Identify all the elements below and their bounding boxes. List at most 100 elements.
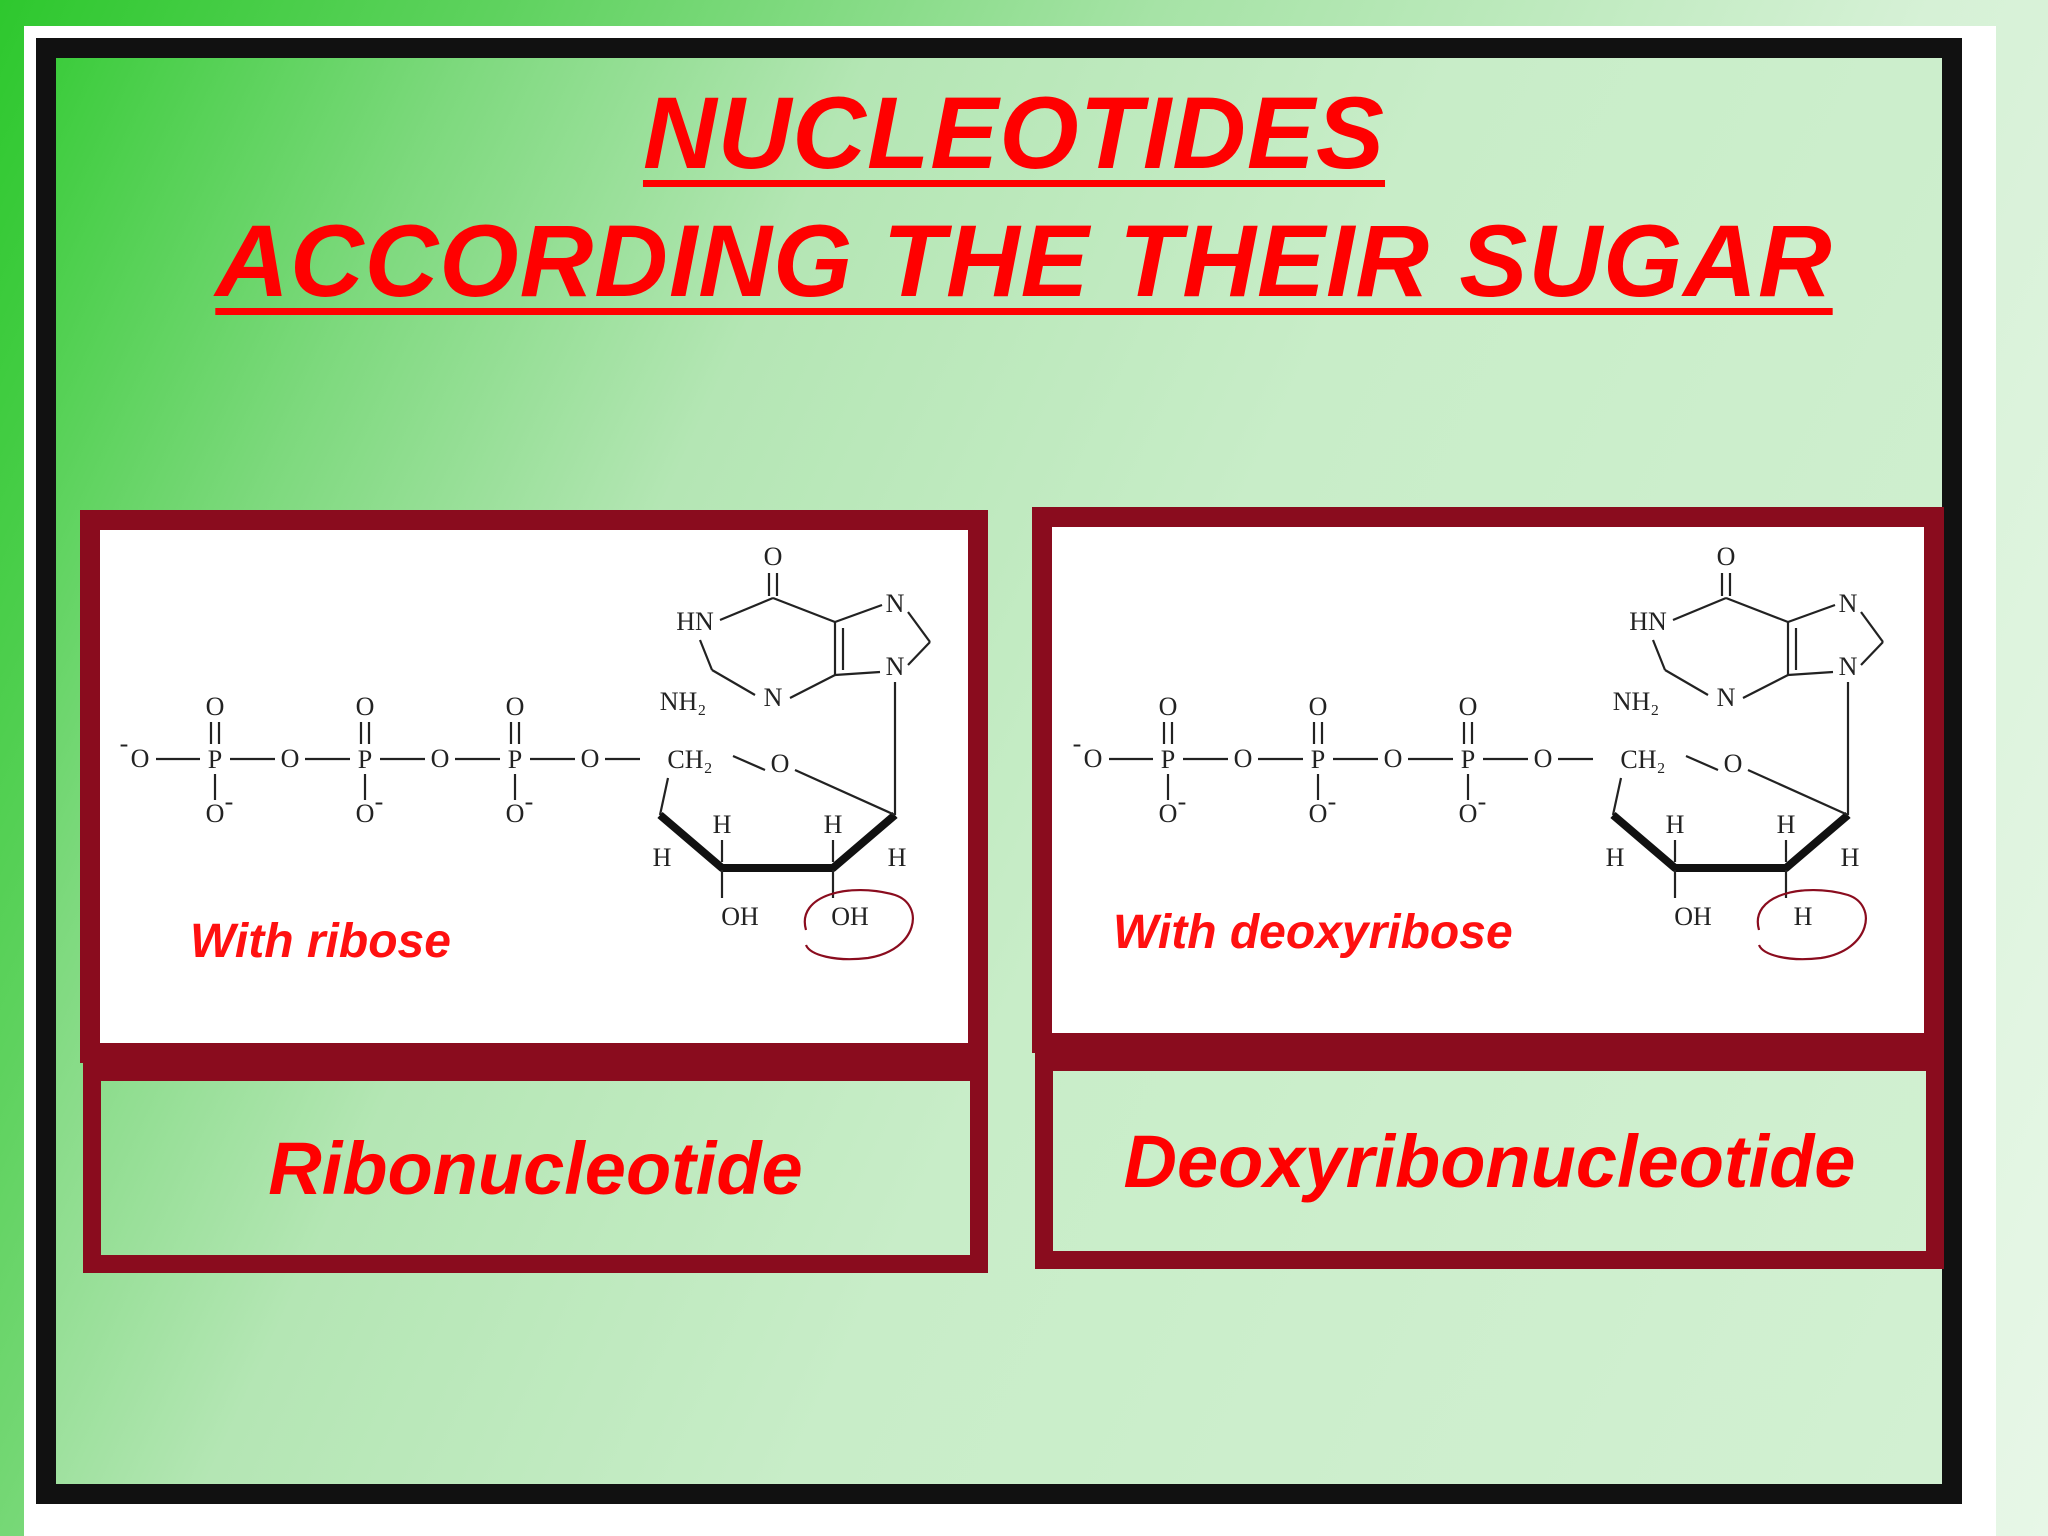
- phosphorus-atom: P: [508, 745, 522, 774]
- ring-bond: [1685, 754, 1719, 772]
- bridging-oxygen: O: [1384, 744, 1403, 773]
- bond: [1611, 777, 1623, 816]
- bridging-oxygen: O: [581, 744, 600, 773]
- phosphorus-atom: P: [358, 745, 372, 774]
- ribose-caption: With ribose: [190, 915, 451, 968]
- minus-sign: -: [1328, 787, 1337, 816]
- phosphorus-atom: P: [208, 745, 222, 774]
- hydrogen-atom: H: [713, 810, 732, 839]
- bond: [1672, 596, 1727, 622]
- oxygen-atom: O: [1459, 799, 1478, 828]
- bond: [1860, 611, 1884, 643]
- oxygen-atom: O: [506, 799, 525, 828]
- oxygen-atom: O: [356, 799, 375, 828]
- ring-bond: [732, 754, 766, 772]
- terminal-oxygen: O: [1084, 744, 1103, 773]
- hydroxyl-group: OH: [1674, 902, 1712, 931]
- hydrogen-atom: H: [1777, 810, 1796, 839]
- carbonyl-oxygen: O: [764, 542, 783, 571]
- oxygen-atom: O: [1459, 692, 1478, 721]
- bond: [834, 670, 881, 677]
- nitrogen-atom: N: [1717, 683, 1736, 712]
- oxygen-atom: O: [356, 692, 375, 721]
- bond: [789, 674, 836, 699]
- amino-group: NH₂: [1613, 687, 1660, 716]
- minus-sign: -: [120, 729, 129, 758]
- oxygen-atom: O: [1159, 799, 1178, 828]
- bond: [907, 641, 931, 666]
- ring-oxygen: O: [1724, 749, 1743, 778]
- title-line-2: ACCORDING THE THEIR SUGAR: [215, 204, 1833, 318]
- ring-bold-edge: [1610, 811, 1851, 872]
- bridging-oxygen: O: [431, 744, 450, 773]
- bridging-oxygen: O: [281, 744, 300, 773]
- bond: [1742, 674, 1789, 699]
- hn-group: HN: [1629, 607, 1667, 636]
- bond: [834, 603, 883, 624]
- deoxyribonucleotide-label-box: Deoxyribonucleotide: [1035, 1053, 1944, 1269]
- deoxyribonucleotide-structure-panel: [1032, 507, 1944, 1053]
- bond: [1651, 639, 1667, 671]
- hydrogen-atom: H: [888, 843, 907, 872]
- carbonyl-oxygen: O: [1717, 542, 1736, 571]
- bond: [907, 611, 931, 643]
- nitrogen-atom: N: [886, 652, 905, 681]
- minus-sign: -: [375, 787, 384, 816]
- ring-oxygen: O: [771, 749, 790, 778]
- ring-bold-edge: [657, 811, 898, 872]
- bond: [711, 669, 756, 696]
- ring-bond: [794, 768, 896, 817]
- nitrogen-atom: N: [886, 589, 905, 618]
- amino-group: NH₂: [660, 687, 707, 716]
- nitrogen-atom: N: [1839, 589, 1858, 618]
- minus-sign: -: [1073, 729, 1082, 758]
- bond: [698, 639, 714, 671]
- ch2-group: CH₂: [667, 745, 712, 774]
- bridging-oxygen: O: [1234, 744, 1253, 773]
- hn-group: HN: [676, 607, 714, 636]
- oxygen-atom: O: [206, 799, 225, 828]
- hydrogen-atom: H: [653, 843, 672, 872]
- bond: [1787, 603, 1836, 624]
- ribonucleotide-structure-panel: [80, 510, 988, 1063]
- bond: [1725, 596, 1789, 624]
- minus-sign: -: [525, 787, 534, 816]
- deoxyribonucleotide-label: Deoxyribonucleotide: [1123, 1119, 1856, 1203]
- phosphorus-atom: P: [1161, 745, 1175, 774]
- hydrogen-atom: H: [1841, 843, 1860, 872]
- circled-group: H: [1794, 902, 1813, 931]
- title-line-1: NUCLEOTIDES: [642, 76, 1386, 190]
- oxygen-atom: O: [1309, 692, 1328, 721]
- minus-sign: -: [1178, 787, 1187, 816]
- hydrogen-atom: H: [824, 810, 843, 839]
- oxygen-atom: O: [1159, 692, 1178, 721]
- ch2-group: CH₂: [1620, 745, 1665, 774]
- nitrogen-atom: N: [1839, 652, 1858, 681]
- hydrogen-atom: H: [1606, 843, 1625, 872]
- minus-sign: -: [1478, 787, 1487, 816]
- ring-bond: [1747, 768, 1849, 817]
- bridging-oxygen: O: [1534, 744, 1553, 773]
- bond: [772, 596, 836, 624]
- highlight-circle: [1756, 888, 1867, 961]
- minus-sign: -: [225, 787, 234, 816]
- bond: [1860, 641, 1884, 666]
- bond: [658, 777, 670, 816]
- highlight-circle: [803, 888, 914, 961]
- hydroxyl-group: OH: [721, 902, 759, 931]
- oxygen-atom: O: [506, 692, 525, 721]
- oxygen-atom: O: [206, 692, 225, 721]
- bond: [719, 596, 774, 622]
- ribonucleotide-label: Ribonucleotide: [268, 1126, 803, 1210]
- bond: [1664, 669, 1709, 696]
- phosphorus-atom: P: [1311, 745, 1325, 774]
- oxygen-atom: O: [1309, 799, 1328, 828]
- terminal-oxygen: O: [131, 744, 150, 773]
- hydrogen-atom: H: [1666, 810, 1685, 839]
- nitrogen-atom: N: [764, 683, 783, 712]
- bond: [1787, 670, 1834, 677]
- phosphorus-atom: P: [1461, 745, 1475, 774]
- deoxyribose-caption: With deoxyribose: [1113, 906, 1513, 959]
